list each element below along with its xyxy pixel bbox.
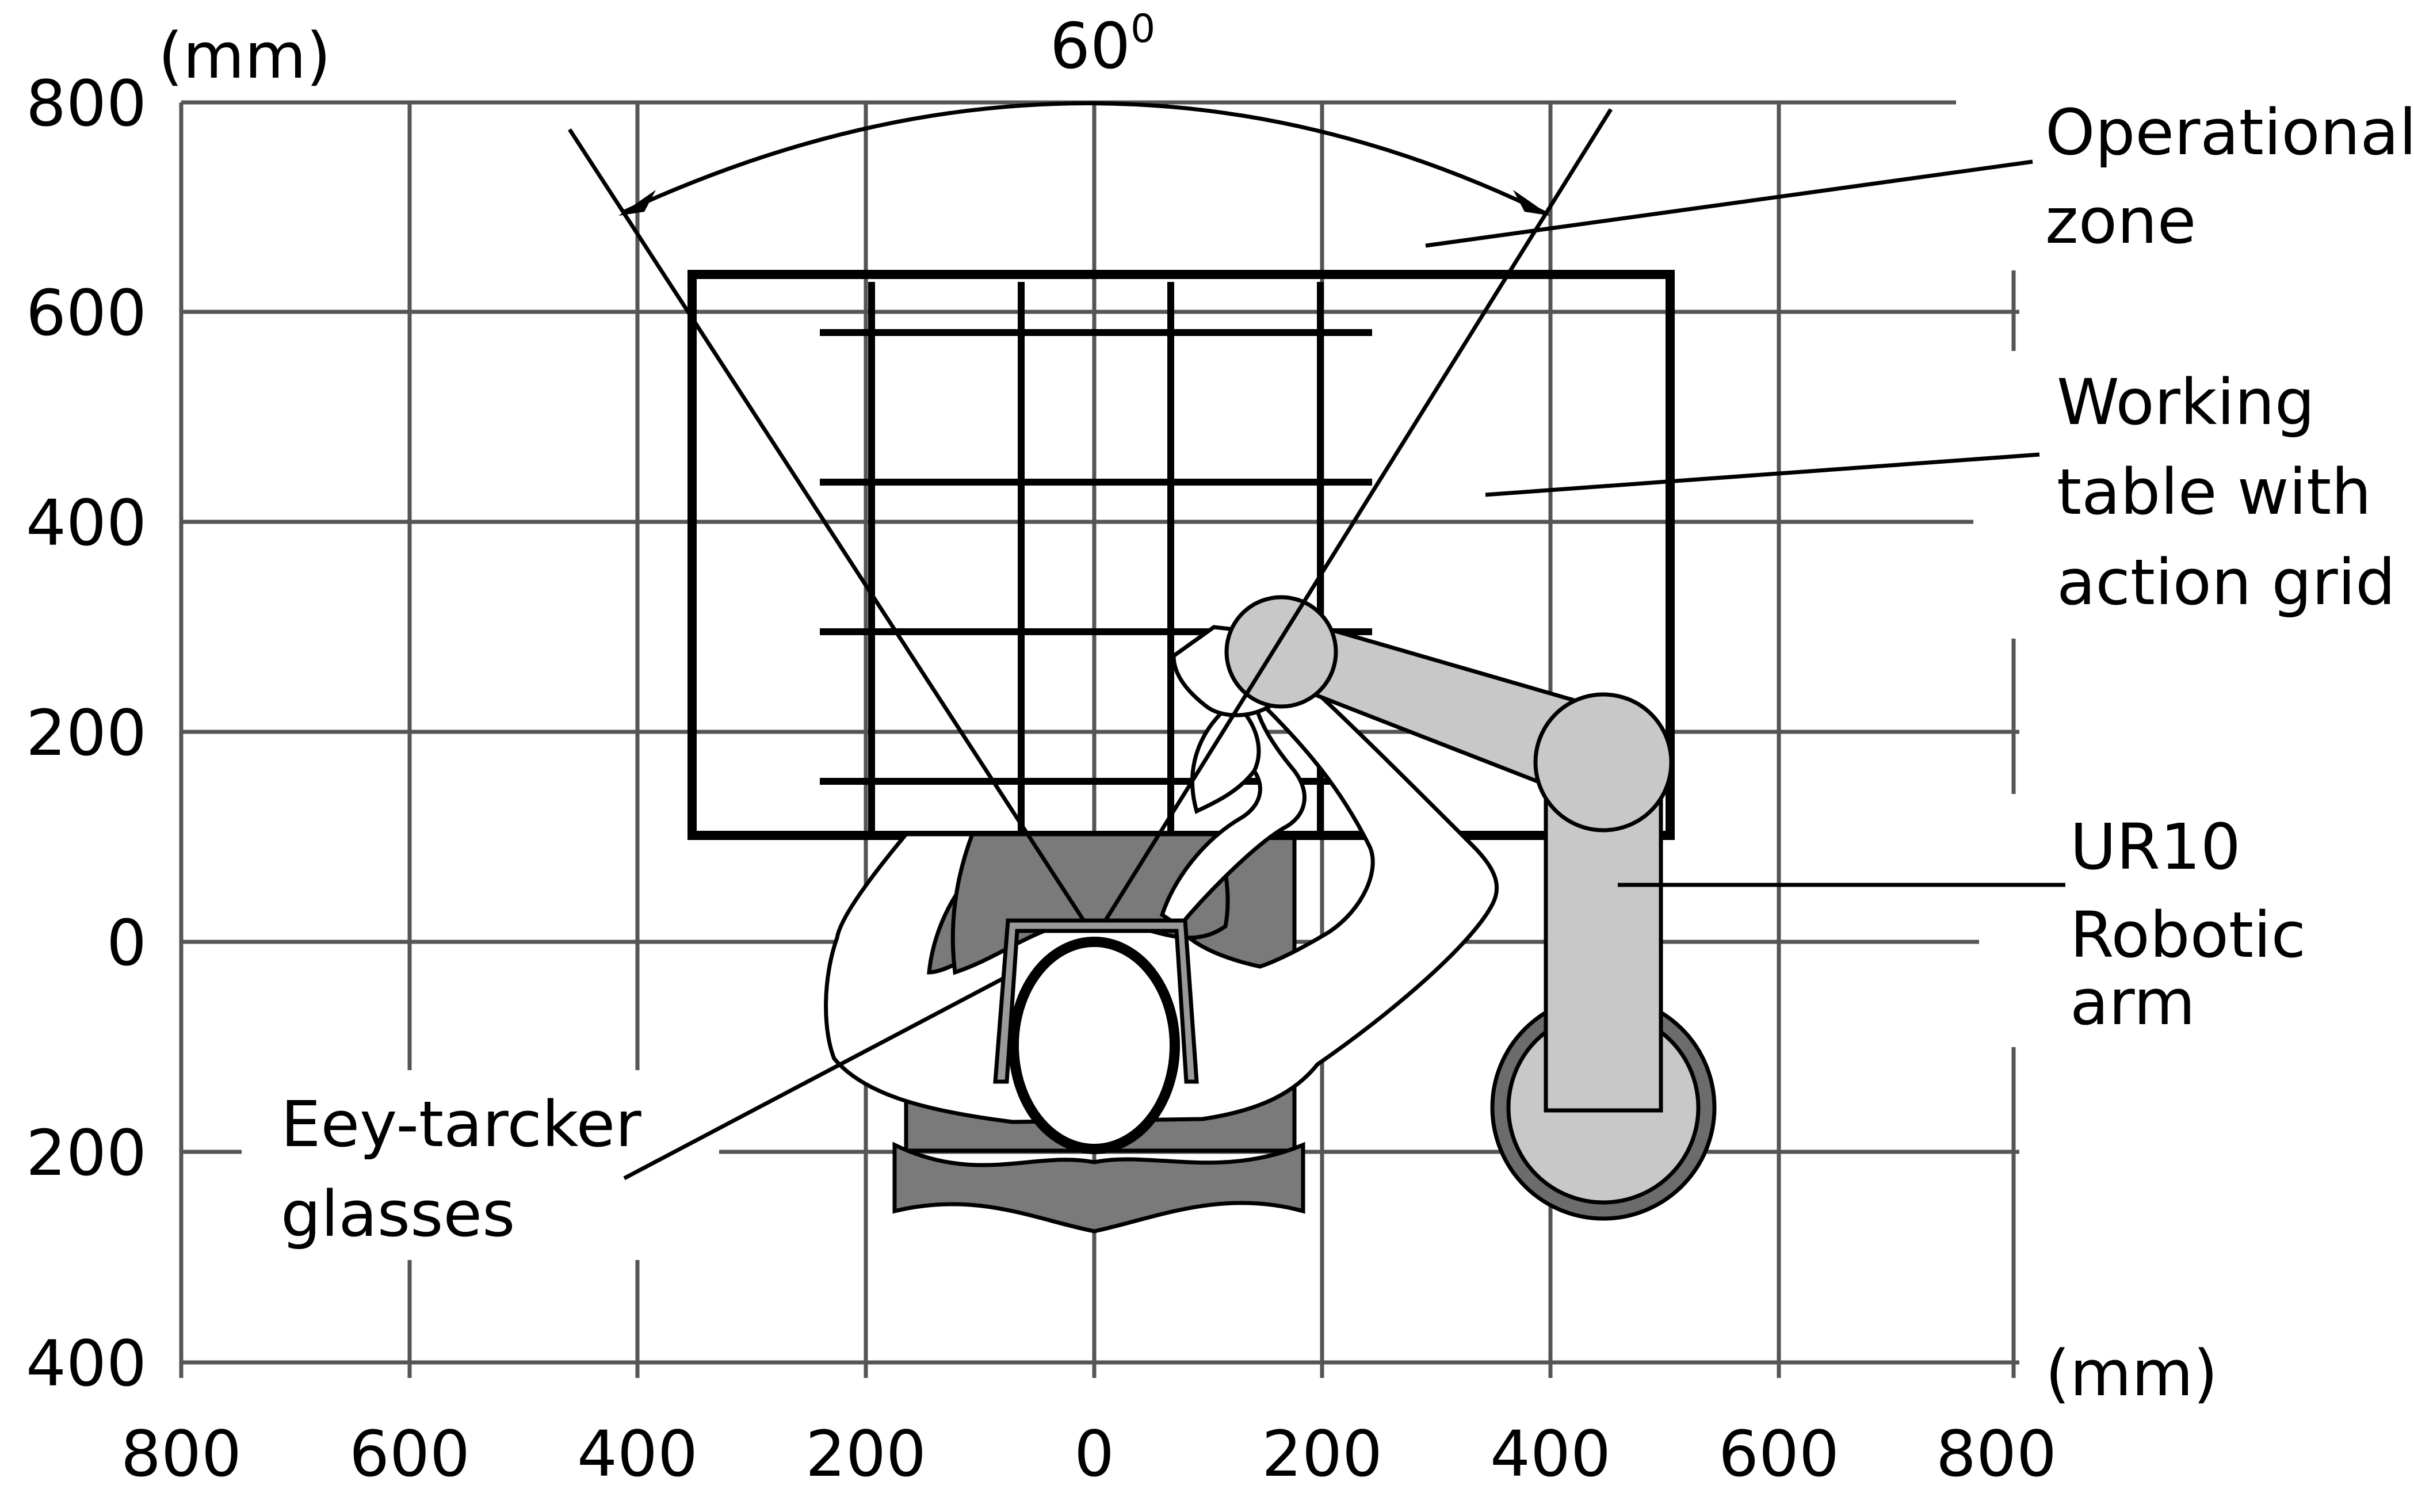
y-unit-label: (mm) [158, 19, 331, 93]
x-tick-label: 400 [1490, 1417, 1611, 1491]
working-table-label-2: table with [2057, 455, 2371, 529]
eye-tracker-label-1: Eey-tarcker [281, 1087, 641, 1161]
robot-elbow-joint [1533, 692, 1674, 833]
angle-arc [623, 101, 1546, 215]
x-tick-label: 800 [1936, 1417, 2057, 1491]
robot-wrist-joint [1224, 595, 1338, 709]
x-tick-label: 400 [577, 1417, 698, 1491]
operational-zone-label-2: zone [2045, 184, 2196, 258]
label-backdrop [1979, 794, 2414, 1047]
eye-tracker-label-2: glasses [281, 1177, 515, 1251]
x-tick-label: 200 [1262, 1417, 1382, 1491]
operator-head [1009, 937, 1180, 1154]
y-tick-label: 600 [26, 276, 147, 350]
leader-eye-tracker [623, 976, 1005, 1181]
operator-hand [1190, 699, 1261, 815]
x-tick-label: 200 [805, 1417, 926, 1491]
y-tick-label: 200 [26, 696, 147, 770]
x-tick-label: 0 [1074, 1417, 1114, 1491]
label-backdrop [1973, 351, 2414, 639]
leader-working-table [1485, 452, 2040, 497]
ur10-label-1: UR10 [2070, 810, 2241, 884]
y-tick-label: 0 [106, 906, 147, 980]
label-backdrop [242, 1070, 719, 1260]
view-line-right [1103, 108, 1613, 923]
y-tick-label: 400 [26, 486, 147, 560]
y-tick-label: 800 [26, 67, 147, 140]
ur10-label-2: Robotic [2070, 898, 2306, 972]
seat-front [892, 1141, 1305, 1234]
leader-operational-zone [1425, 159, 2033, 248]
view-line-left [568, 128, 1086, 923]
x-tick-label: 600 [349, 1417, 470, 1491]
y-tick-label: 400 [26, 1327, 147, 1400]
angle-label: 600 [1050, 6, 1155, 83]
x-tick-label: 800 [121, 1417, 242, 1491]
eye-tracker-frame [993, 918, 1199, 1084]
angle-arrow-right [1513, 190, 1550, 216]
label-backdrop [1956, 86, 2414, 270]
ur10-label-3: arm [2070, 965, 2195, 1039]
operational-zone-label-1: Operational [2045, 96, 2414, 169]
angle-arrow-left [618, 190, 656, 216]
x-unit-label: (mm) [2045, 1337, 2218, 1410]
x-tick-label: 600 [1718, 1417, 1839, 1491]
working-table-label-3: action grid [2057, 545, 2396, 619]
y-tick-label: 200 [26, 1116, 147, 1190]
working-table-label-1: Working [2057, 365, 2315, 439]
ur10-robotic-arm [1224, 595, 1717, 1221]
view-cone [568, 101, 1613, 923]
